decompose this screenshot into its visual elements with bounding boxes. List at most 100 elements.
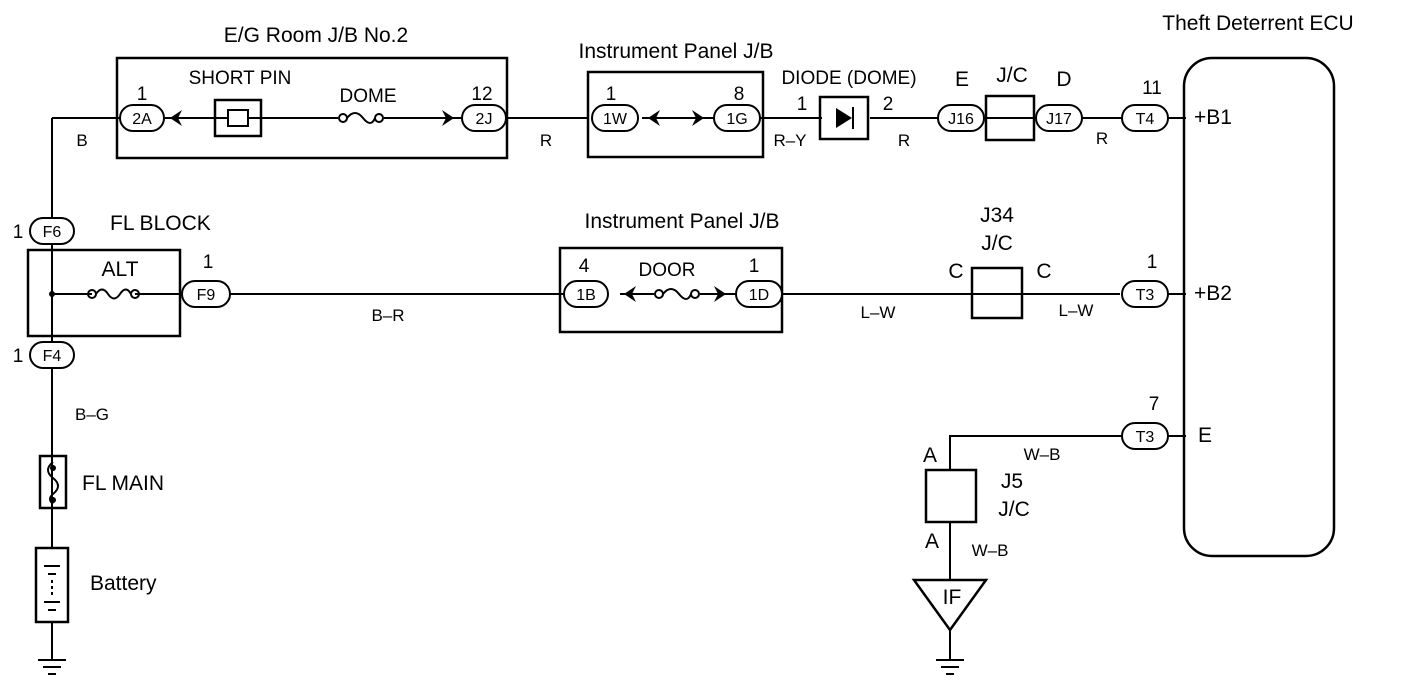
ground-icon — [38, 659, 66, 675]
j5-label: J5 — [1001, 470, 1023, 493]
svg-text:F9: F9 — [197, 287, 216, 304]
connector-2a: 2A — [119, 104, 165, 132]
connector-1d: 1D — [735, 280, 783, 308]
alt-fusible-link-icon — [49, 288, 140, 300]
wire-color-r3: R — [1096, 129, 1108, 148]
connector-1b: 1B — [563, 280, 609, 308]
ecu-title: Theft Deterrent ECU — [1162, 12, 1353, 35]
instrument-panel-jb-top-title: Instrument Panel J/B — [579, 40, 774, 63]
ground-if-label: IF — [943, 586, 962, 609]
short-pin — [213, 98, 263, 138]
ground-icon — [936, 659, 964, 675]
jc-top-box — [984, 94, 1036, 142]
j34-jc-label: J/C — [981, 232, 1013, 255]
connector-f6: F6 — [29, 217, 75, 245]
wire-color-b: B — [76, 131, 87, 150]
pin-1b: 4 — [579, 256, 590, 277]
connector-t4: T4 — [1121, 104, 1169, 132]
connector-1w: 1W — [591, 104, 639, 132]
dome-label: DOME — [340, 86, 397, 107]
instrument-panel-jb-top-box — [586, 70, 765, 159]
pin-j5-bottom: A — [925, 530, 939, 553]
svg-text:F6: F6 — [43, 224, 62, 241]
ecu-terminal-b2: +B2 — [1194, 282, 1232, 305]
pin-1g: 8 — [734, 84, 745, 105]
pin-f9: 1 — [203, 252, 214, 273]
wire-color-r1: R — [540, 131, 552, 150]
svg-text:J16: J16 — [948, 111, 974, 128]
instrument-panel-jb-bottom-title: Instrument Panel J/B — [585, 210, 780, 233]
svg-text:1G: 1G — [726, 111, 747, 128]
connector-t3-e: T3 — [1121, 422, 1169, 450]
pin-j34-right: C — [1036, 260, 1051, 283]
connector-f4: F4 — [29, 341, 75, 369]
ground-point-if-icon — [911, 578, 989, 633]
fl-main-fuse-icon — [38, 454, 68, 510]
pin-j5-top: A — [923, 444, 937, 467]
j34-jc-box — [970, 266, 1024, 320]
j34-label: J34 — [980, 204, 1014, 227]
svg-text:T3: T3 — [1136, 287, 1155, 304]
connector-f9: F9 — [181, 280, 231, 308]
ecu-terminal-e: E — [1198, 424, 1212, 447]
connector-j17: J17 — [1035, 104, 1083, 132]
svg-text:1B: 1B — [576, 287, 596, 304]
short-pin-inner — [227, 109, 249, 127]
svg-text:1D: 1D — [749, 287, 769, 304]
diode-label: DIODE (DOME) — [781, 68, 916, 89]
ecu-terminal-b1: +B1 — [1194, 106, 1232, 129]
pin-t3-e: 7 — [1149, 394, 1160, 415]
fl-block-box — [26, 248, 182, 338]
connector-j16: J16 — [937, 104, 985, 132]
eg-room-jb-title: E/G Room J/B No.2 — [224, 24, 408, 47]
svg-text:T3: T3 — [1136, 429, 1155, 446]
wire-color-lw1: L–W — [861, 303, 896, 322]
svg-text:T4: T4 — [1136, 111, 1155, 128]
svg-text:1W: 1W — [603, 111, 628, 128]
wire-wb1 — [949, 435, 1122, 470]
pin-j34-left: C — [948, 260, 963, 283]
pin-t3-b2: 1 — [1147, 252, 1158, 273]
pin-diode-2: 2 — [883, 94, 894, 115]
pin-2j: 12 — [471, 84, 492, 105]
connector-arrows — [170, 110, 726, 302]
jc-top-label: J/C — [996, 64, 1028, 87]
pin-f4: 1 — [13, 346, 24, 367]
theft-deterrent-ecu-box — [1182, 56, 1336, 558]
pin-diode-1: 1 — [797, 94, 808, 115]
door-label: DOOR — [639, 260, 696, 281]
battery-icon — [34, 546, 70, 624]
diode-icon — [818, 95, 870, 141]
wire-color-br: B–R — [371, 306, 404, 325]
door-fuse-icon — [654, 284, 700, 304]
j5-jc-box — [924, 468, 978, 524]
pin-f6: 1 — [13, 222, 24, 243]
connector-1g: 1G — [713, 104, 761, 132]
wire-color-r2: R — [898, 131, 910, 150]
wire-color-ry: R–Y — [773, 131, 806, 150]
battery-label: Battery — [90, 572, 157, 595]
pin-1d: 1 — [749, 256, 760, 277]
pin-j17: D — [1056, 68, 1071, 91]
pin-t4: 11 — [1142, 78, 1162, 99]
alt-label: ALT — [102, 258, 139, 281]
svg-text:2J: 2J — [476, 111, 493, 128]
connector-t3-b2: T3 — [1121, 280, 1169, 308]
pin-2a: 1 — [137, 84, 148, 105]
svg-text:J17: J17 — [1046, 111, 1072, 128]
short-pin-label: SHORT PIN — [189, 68, 292, 89]
fl-block-label: FL BLOCK — [110, 212, 211, 235]
svg-text:F4: F4 — [43, 348, 62, 365]
wire-color-wb2: W–B — [972, 541, 1009, 560]
pin-j16: E — [955, 68, 969, 91]
wire-color-bg: B–G — [75, 405, 109, 424]
connector-2j: 2J — [461, 104, 507, 132]
dome-fuse-icon — [338, 108, 384, 128]
pin-1w: 1 — [606, 84, 617, 105]
wire-color-wb1: W–B — [1024, 445, 1061, 464]
svg-text:2A: 2A — [132, 111, 152, 128]
wire-color-lw2: L–W — [1059, 301, 1094, 320]
j5-jc-label: J/C — [998, 498, 1030, 521]
fl-main-label: FL MAIN — [82, 472, 164, 495]
